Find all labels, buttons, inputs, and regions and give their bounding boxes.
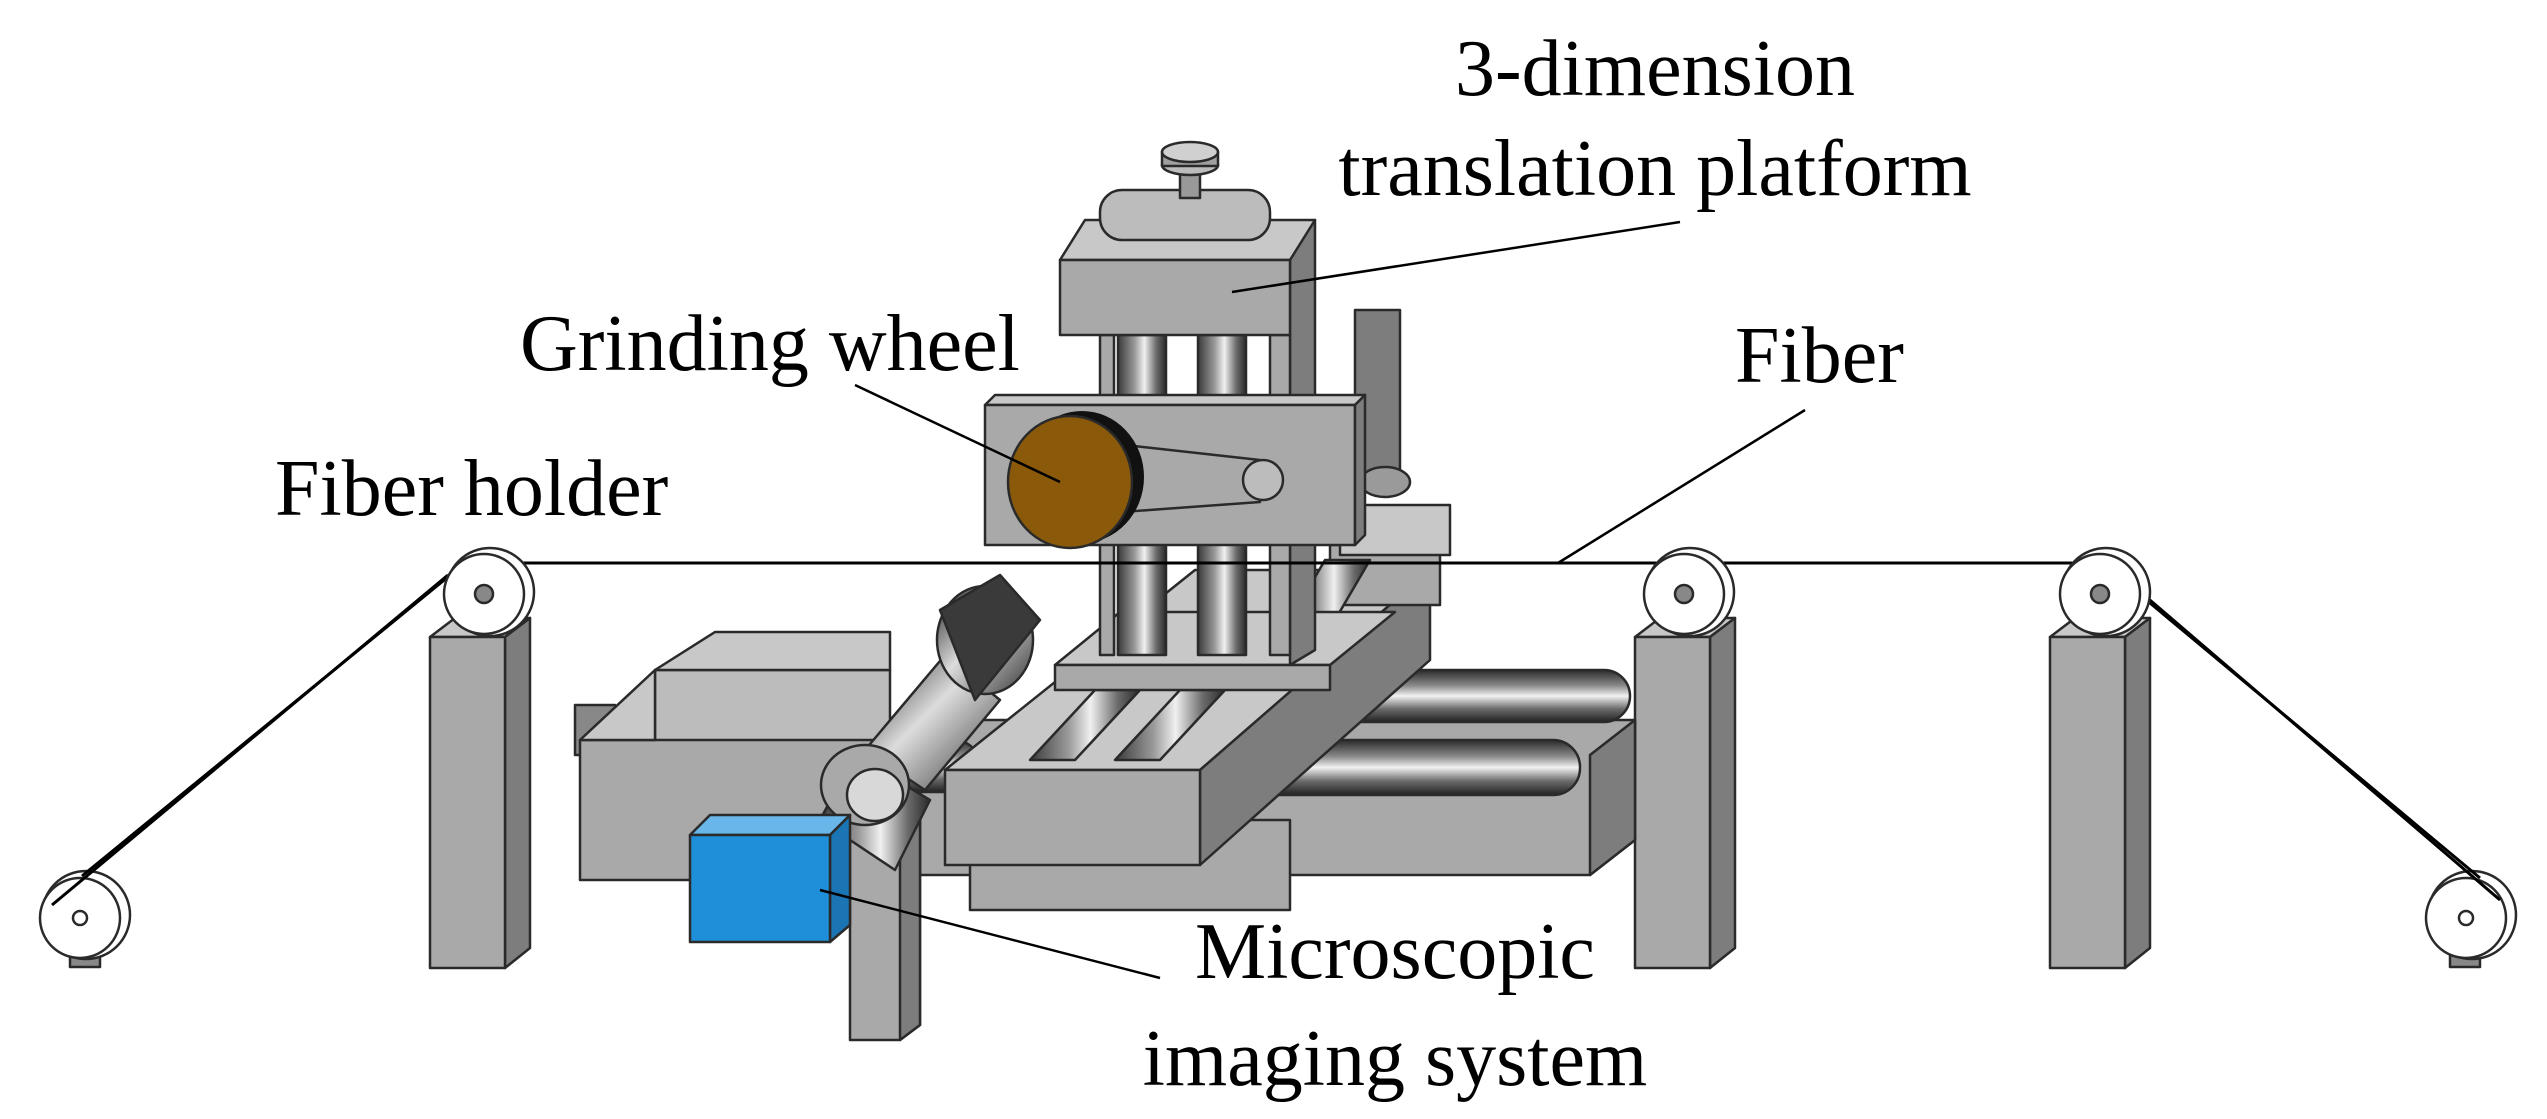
side-carriage: [573, 630, 902, 882]
label-fiber: Fiber: [1735, 312, 1904, 400]
fiber-holder-pulley-right: [2058, 546, 2152, 638]
microscope-support-column: [848, 798, 922, 1042]
fiber-holder-post-middle: [1633, 616, 1737, 970]
fiber-holder-pulley-left: [442, 546, 536, 638]
leader-platform: [1231, 220, 1681, 294]
microscopic-imaging-camera: [688, 813, 852, 944]
fiber-pulley-far-right: [2424, 869, 2518, 969]
fiber-holder-post-right: [2048, 616, 2152, 970]
label-grinding-wheel: Grinding wheel: [520, 300, 1020, 388]
label-imaging-line1: Microscopic: [1195, 908, 1595, 996]
fiber-holder-post-left: [428, 616, 532, 970]
fiber-holder-pulley-middle: [1642, 546, 1736, 638]
leader-fiber: [1557, 408, 1806, 565]
label-imaging-line2: imaging system: [1143, 1015, 1647, 1103]
fiber-pulley-far-left: [38, 869, 132, 969]
label-platform-line1: 3-dimension: [1455, 25, 1855, 113]
grinding-wheel: [1006, 411, 1144, 550]
leader-grinding-wheel: [854, 383, 1061, 484]
leader-imaging: [819, 888, 1161, 980]
label-fiber-holder: Fiber holder: [275, 445, 668, 533]
fiber-line: [51, 561, 2501, 907]
top-block: [1058, 140, 1317, 337]
microscope-tube: [818, 573, 1042, 872]
label-platform-line2: translation platform: [1338, 125, 1971, 213]
